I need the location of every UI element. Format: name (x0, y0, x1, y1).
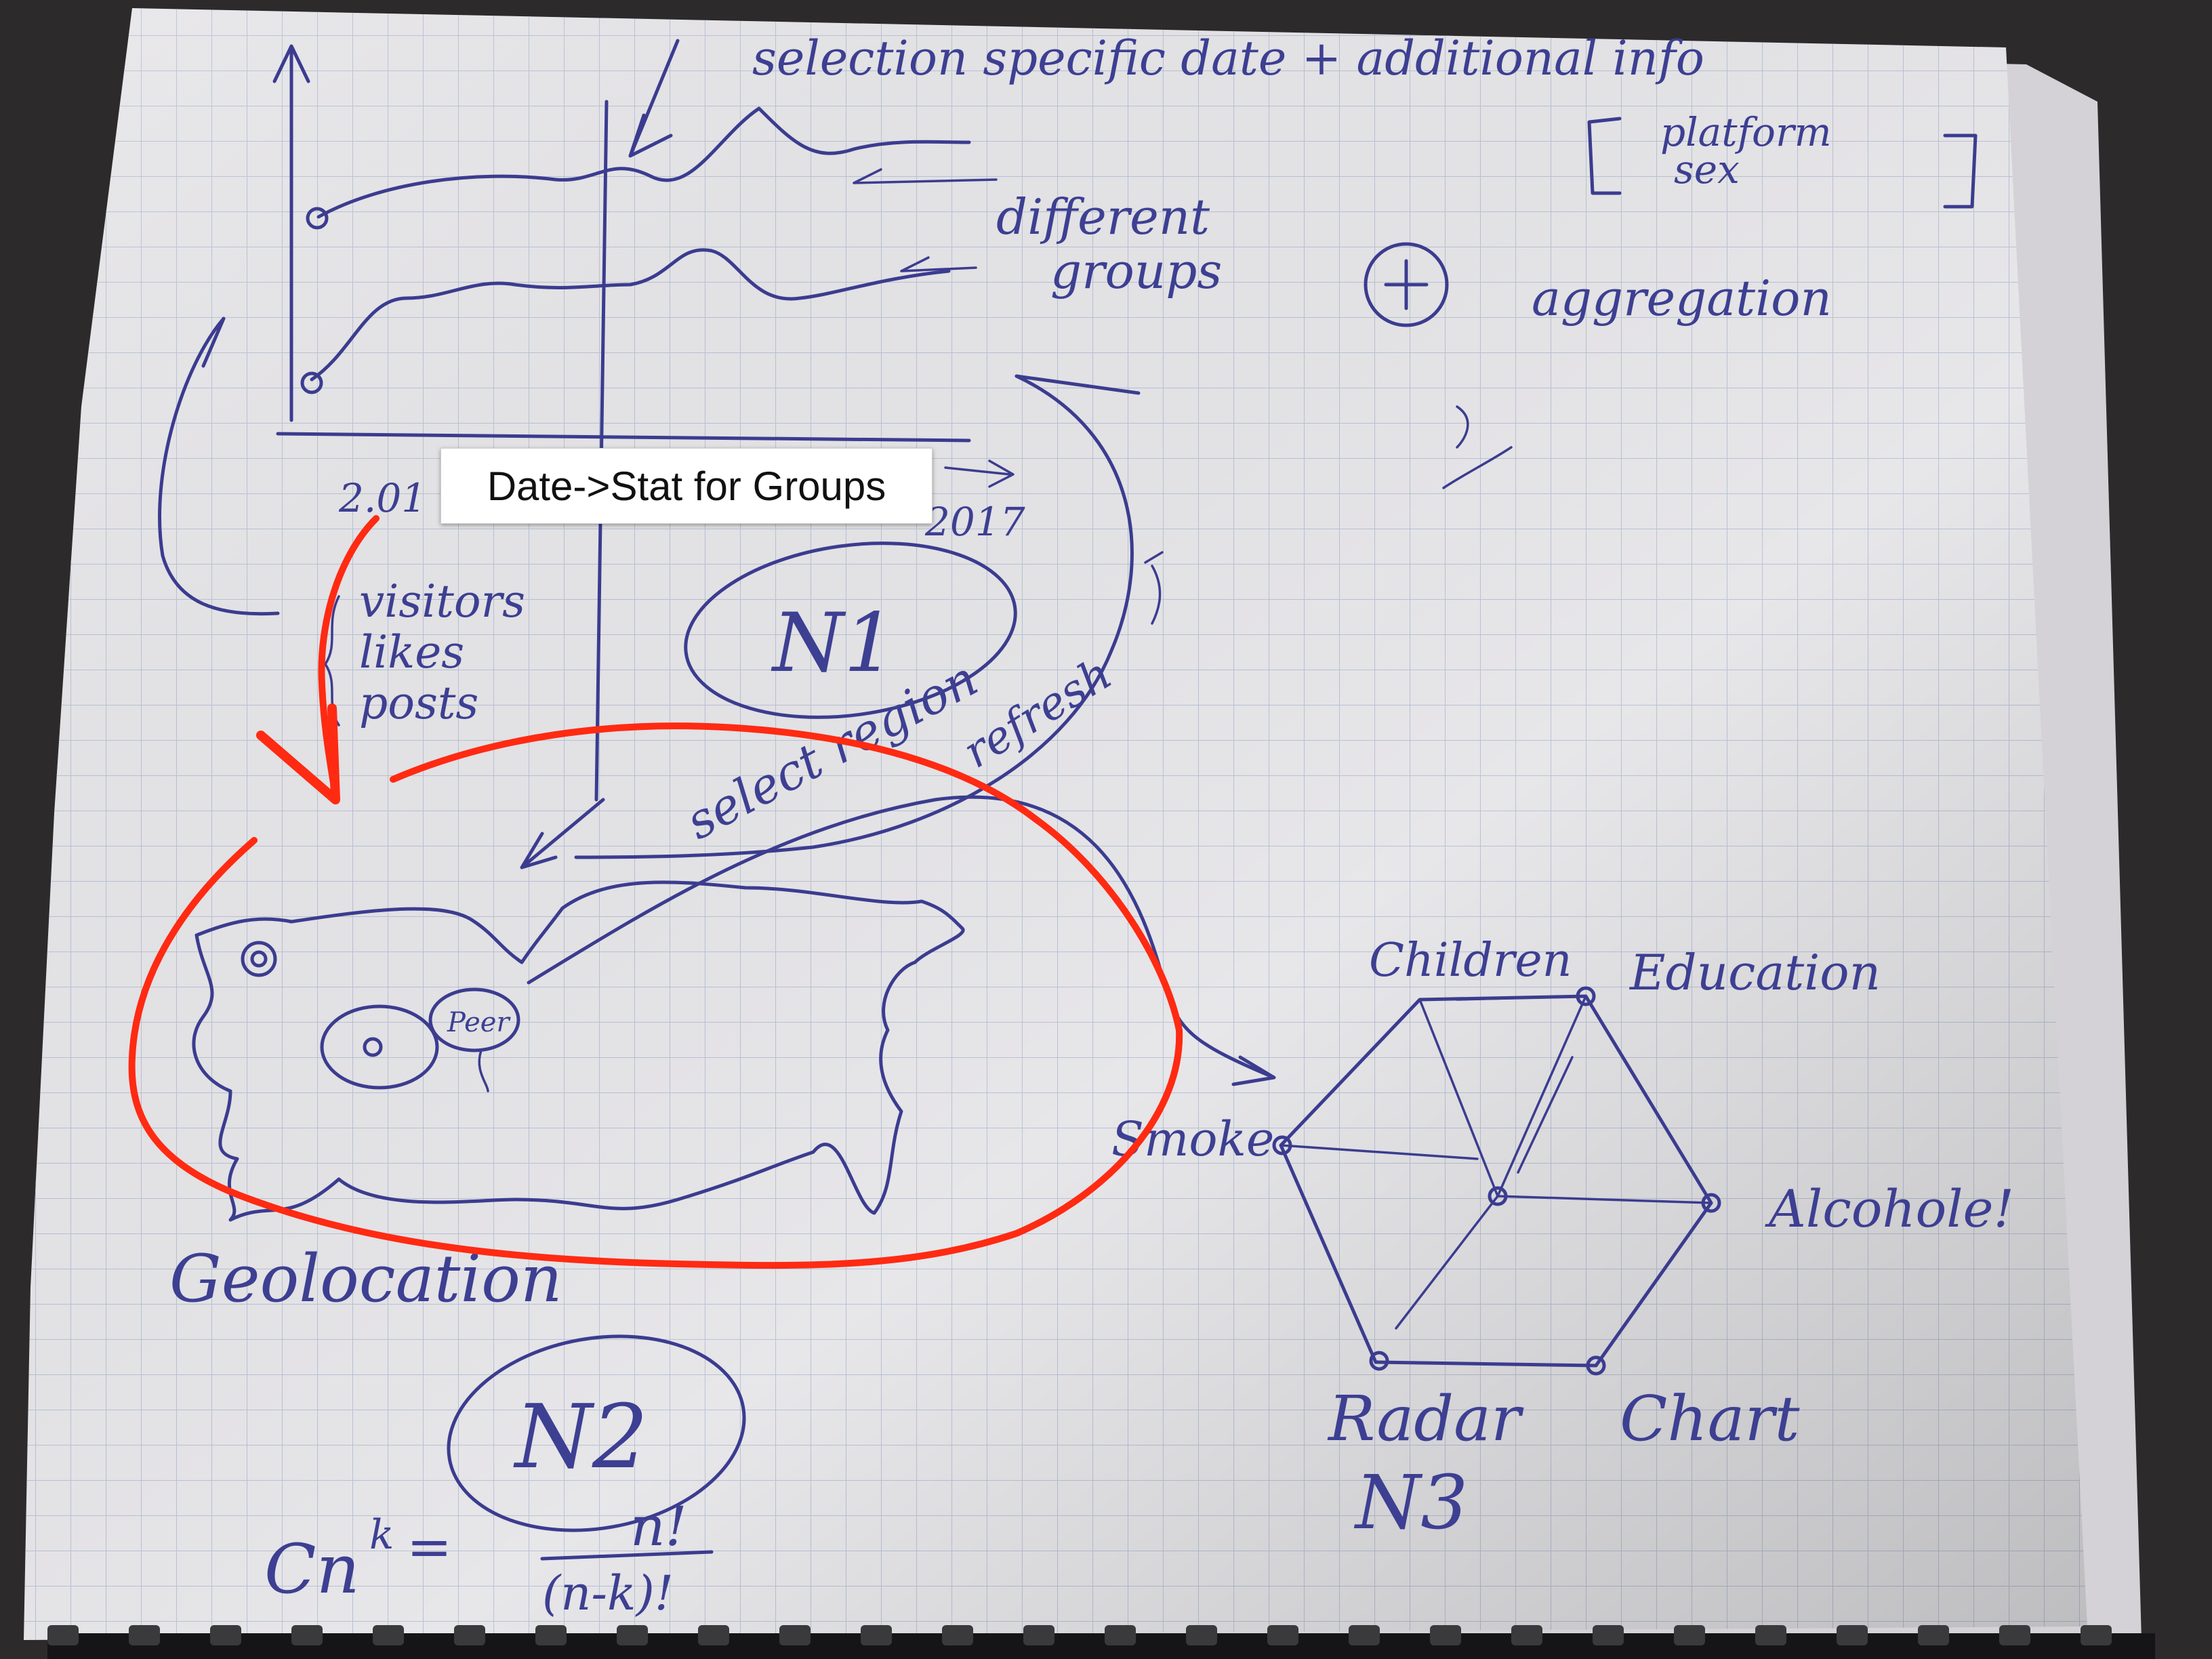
map-label-small: Peer (447, 1007, 511, 1038)
n3-label: N3 (1353, 1459, 1468, 1546)
radar-title-chart: Chart (1620, 1382, 1800, 1455)
red-region-loop (128, 722, 1183, 1269)
formula-sup: k (369, 1511, 394, 1559)
note-aggregation: aggregation (1532, 270, 1832, 327)
year-start: 2.01 (338, 475, 426, 521)
note-groups: groups (1050, 243, 1222, 300)
n2-label: N2 (513, 1385, 648, 1488)
annotation-label-box: Date->Stat for Groups (441, 448, 933, 524)
top-note-1: selection specific date + additional inf… (752, 30, 1704, 86)
annotation-label: Date->Stat for Groups (487, 463, 886, 509)
map-sketch: Peer (192, 880, 965, 1222)
metric-likes: likes (359, 626, 464, 678)
note-different: different (996, 188, 1210, 245)
metric-visitors: visitors (359, 575, 525, 628)
metric-posts: posts (359, 677, 478, 729)
radar-title-radar: Radar (1327, 1382, 1524, 1455)
red-arrow-head (256, 703, 340, 804)
radar-axis-education: Education (1629, 944, 1881, 1001)
year-end: 2017 (924, 499, 1025, 545)
formula-left: Cn (264, 1530, 360, 1609)
radar-axis-smoke: Smoke (1111, 1111, 1274, 1167)
n1-label: N1 (771, 596, 895, 691)
formula-numerator: n! (630, 1495, 687, 1558)
formula-denominator: (n-k)! (542, 1565, 674, 1621)
radar-axis-alcohole: Alcohole! (1765, 1179, 2014, 1239)
radar-chart-sketch (1272, 986, 1721, 1376)
formula-eq: = (407, 1515, 452, 1578)
top-note-platform: platform (1660, 109, 1832, 155)
radar-axis-children: Children (1369, 934, 1572, 987)
top-note-sex: sex (1674, 146, 1740, 192)
red-annotation (128, 515, 1183, 1269)
